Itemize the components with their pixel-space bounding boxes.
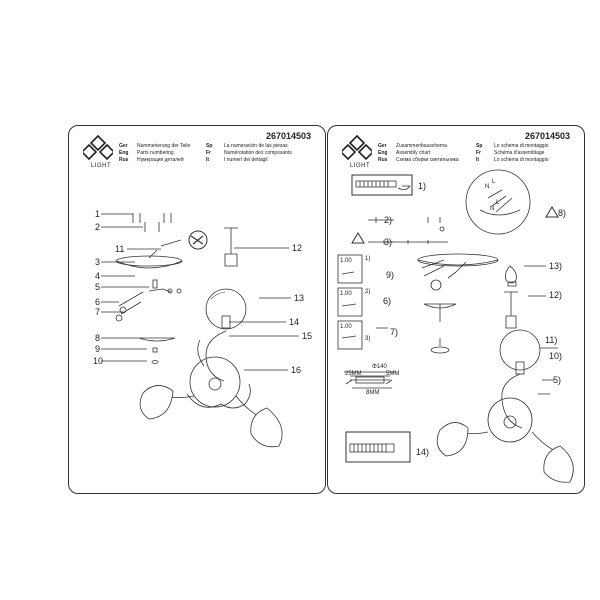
assembly-diagram	[337, 169, 574, 483]
inset-label: 1.00	[340, 324, 352, 330]
step-label: 1)	[418, 181, 427, 191]
part-label: 10	[93, 356, 104, 366]
part-label: 3	[95, 257, 101, 267]
part-label: 7	[95, 307, 101, 317]
part-label: 2	[95, 222, 101, 232]
part-label: 12	[292, 243, 303, 253]
dimension-label: 5MM	[386, 371, 400, 377]
step-label: 8)	[558, 208, 567, 218]
wire-label: L	[496, 200, 500, 206]
inset-label: 1)	[365, 256, 371, 262]
dimension-label: 8MM	[366, 390, 380, 396]
brand-logo-text: LIGHT	[350, 163, 371, 169]
part-label: 1	[95, 209, 101, 219]
step-label: 13)	[549, 261, 563, 271]
inset-label: 1.00	[340, 258, 352, 264]
step-label: 9)	[386, 270, 395, 280]
wire-label: L	[492, 179, 496, 185]
part-label: 5	[95, 282, 101, 292]
part-label: 16	[291, 365, 302, 375]
part-label: 15	[302, 331, 313, 341]
step-label: 7)	[390, 327, 399, 337]
dimension-label: Φ140	[372, 364, 387, 370]
step-label: 2)	[384, 215, 393, 225]
step-label: 10)	[549, 351, 563, 361]
step-label: 12)	[549, 290, 563, 300]
part-label: 11	[115, 244, 125, 254]
step-label: 3)	[384, 237, 393, 247]
part-label: 9	[95, 344, 101, 354]
part-label: 4	[95, 271, 101, 281]
brand-logo-text: LIGHT	[91, 163, 112, 169]
brand-logo	[83, 134, 113, 162]
step-label: 11)	[545, 335, 558, 345]
brand-logo	[342, 134, 372, 162]
part-label: 6	[95, 297, 101, 307]
dimension-label: 25MM	[345, 371, 362, 377]
wire-label: N	[485, 184, 490, 190]
parts-diagram	[101, 213, 299, 448]
part-label: 8	[95, 333, 101, 343]
part-label: 13	[294, 293, 305, 303]
part-label: 14	[289, 317, 300, 327]
step-label: 5)	[553, 375, 562, 385]
wire-label: N	[490, 206, 495, 212]
step-label: 6)	[383, 296, 392, 306]
step-label: 14)	[416, 447, 430, 457]
inset-label: 3)	[365, 336, 371, 342]
product-code: 267014503	[524, 131, 570, 141]
inset-label: 2)	[365, 289, 371, 295]
inset-label: 1.00	[340, 291, 352, 297]
product-code: 267014503	[265, 131, 311, 141]
